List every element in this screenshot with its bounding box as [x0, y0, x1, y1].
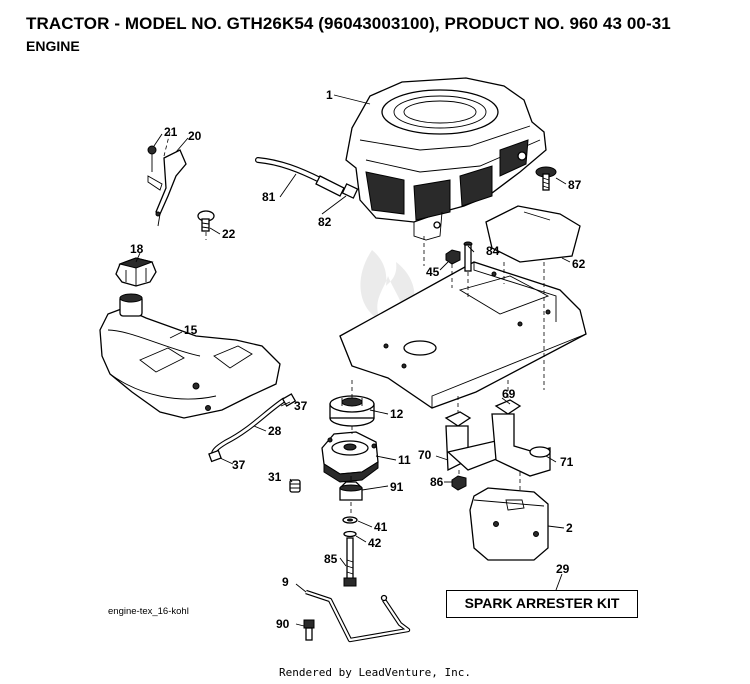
clutch-11-part[interactable]: [321, 431, 379, 483]
render-credit: Rendered by LeadVenture, Inc.: [278, 666, 472, 679]
rod-9-part[interactable]: [305, 589, 411, 643]
callout-87[interactable]: 87: [568, 178, 582, 192]
chassis-frame-part[interactable]: [339, 261, 587, 409]
fuel-tank-part[interactable]: [99, 293, 281, 419]
callout-69[interactable]: 69: [502, 387, 516, 401]
exhaust-pipe-71-part[interactable]: [491, 413, 551, 477]
muffler-part[interactable]: [469, 487, 549, 561]
callout-84[interactable]: 84: [486, 244, 500, 258]
callout-21[interactable]: 21: [164, 125, 178, 139]
callout-22[interactable]: 22: [222, 227, 236, 241]
spark-arrester-kit-label[interactable]: SPARK ARRESTER KIT: [446, 590, 638, 618]
callout-81[interactable]: 81: [262, 190, 276, 204]
image-reference: engine-tex_16-kohl: [108, 606, 189, 617]
screw-21-part[interactable]: [147, 145, 163, 191]
callout-42[interactable]: 42: [368, 536, 382, 550]
pulley-12-part[interactable]: [329, 395, 375, 427]
assembly-lines: [163, 131, 545, 516]
nut-86-part[interactable]: [451, 475, 467, 491]
callout-86[interactable]: 86: [430, 475, 444, 489]
hose-clamp-37-lower-part[interactable]: [208, 449, 222, 463]
washer-41-part[interactable]: [342, 516, 358, 524]
engine-part[interactable]: [345, 77, 547, 241]
callout-11[interactable]: 11: [398, 453, 411, 467]
callout-20[interactable]: 20: [188, 129, 202, 143]
section-subtitle: ENGINE: [26, 38, 80, 54]
page-title: TRACTOR - MODEL NO. GTH26K54 (9604300310…: [26, 14, 671, 33]
callout-91[interactable]: 91: [390, 480, 404, 494]
callout-85[interactable]: 85: [324, 552, 338, 566]
fuel-line-part[interactable]: [255, 157, 345, 197]
callout-62[interactable]: 62: [572, 257, 586, 271]
nut-45-part[interactable]: [445, 249, 461, 265]
pin-31-part[interactable]: [289, 479, 301, 493]
hose-clamp-37-upper-part[interactable]: [281, 393, 297, 407]
callout-labels: 1 2 9 11 12 15 18 20 21 22 28 29 31 37 3…: [130, 88, 586, 631]
callout-70[interactable]: 70: [418, 448, 432, 462]
bolt-85-part[interactable]: [343, 537, 357, 587]
callout-41[interactable]: 41: [374, 520, 388, 534]
gasket-69-part[interactable]: [444, 399, 522, 427]
callout-12[interactable]: 12: [390, 407, 404, 421]
bolt-90-part[interactable]: [303, 619, 315, 641]
callout-29[interactable]: 29: [556, 562, 570, 576]
callout-90[interactable]: 90: [276, 617, 290, 631]
callout-37-lower[interactable]: 37: [232, 458, 246, 472]
leader-lines: [135, 94, 571, 627]
bolt-87-part[interactable]: [535, 166, 557, 191]
callout-31[interactable]: 31: [268, 470, 282, 484]
callout-18[interactable]: 18: [130, 242, 144, 256]
clamp-82-part[interactable]: [341, 183, 359, 199]
dipstick-part[interactable]: [155, 149, 187, 227]
callout-2[interactable]: 2: [566, 521, 573, 535]
callout-45[interactable]: 45: [426, 265, 440, 279]
washer-42-part[interactable]: [343, 530, 357, 538]
spacer-91-part[interactable]: [339, 481, 363, 501]
shield-plate-part[interactable]: [485, 205, 581, 263]
callout-82[interactable]: 82: [318, 215, 332, 229]
callout-71[interactable]: 71: [560, 455, 574, 469]
plug-22-part[interactable]: [197, 210, 215, 232]
callout-37-upper[interactable]: 37: [294, 399, 308, 413]
callout-1[interactable]: 1: [326, 88, 333, 102]
watermark-logo: [360, 250, 415, 322]
callout-28[interactable]: 28: [268, 424, 282, 438]
callout-9[interactable]: 9: [282, 575, 289, 589]
fuel-cap-part[interactable]: [115, 257, 157, 287]
callout-15[interactable]: 15: [184, 323, 198, 337]
